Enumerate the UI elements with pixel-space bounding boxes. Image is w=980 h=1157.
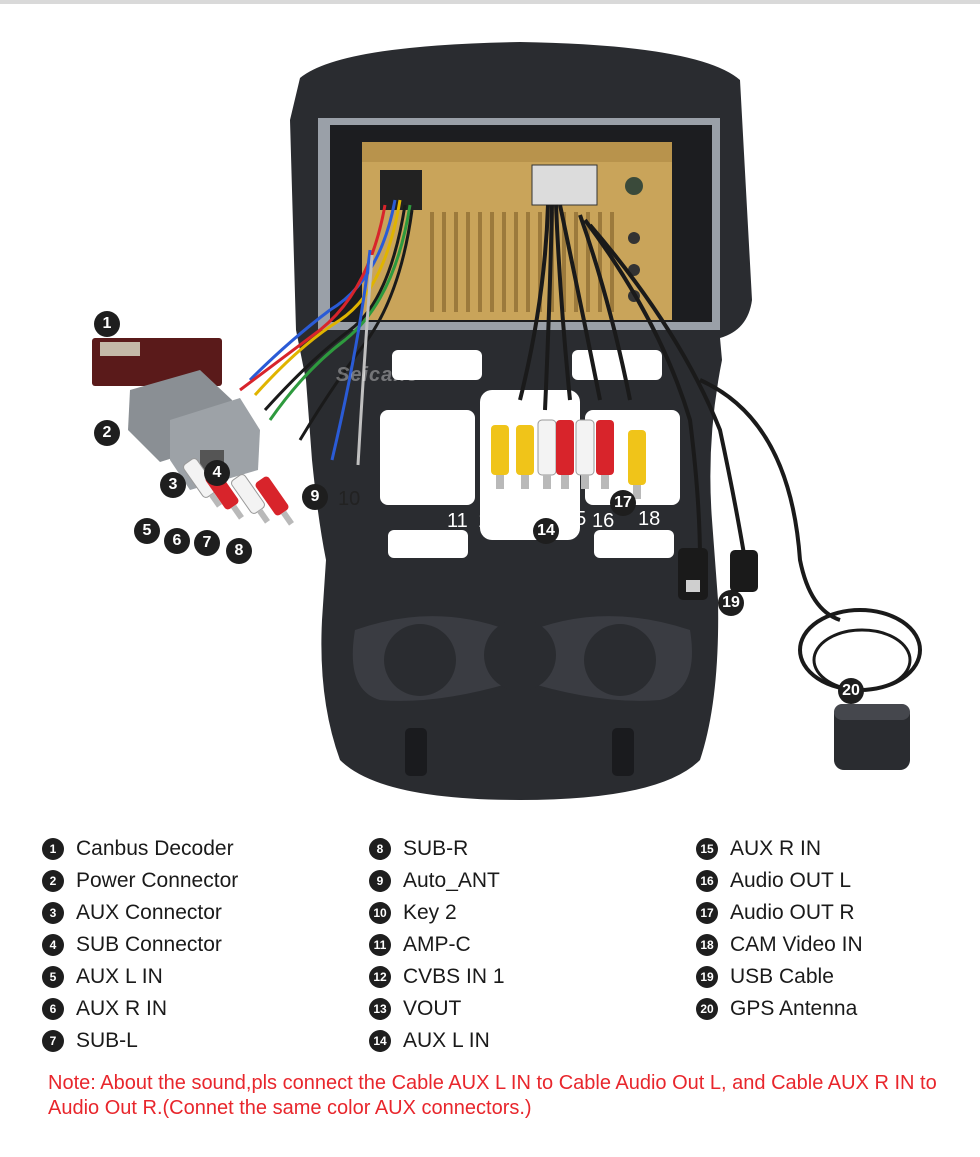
legend-label: Canbus Decoder: [76, 837, 234, 860]
callout-18: 18: [638, 508, 661, 530]
callout-5: 5: [134, 518, 160, 544]
legend-item: 18 CAM Video IN: [696, 929, 863, 961]
legend-item: 11 AMP-C: [369, 929, 505, 961]
callout-19: 19: [718, 590, 744, 616]
legend-number: 16: [696, 870, 718, 892]
legend-label: CAM Video IN: [730, 933, 863, 956]
legend-label: SUB-R: [403, 837, 469, 860]
legend-number: 3: [42, 902, 64, 924]
usb-cable-ends: [678, 548, 758, 600]
legend-number: 19: [696, 966, 718, 988]
legend-item: 9 Auto_ANT: [369, 865, 505, 897]
legend-number: 5: [42, 966, 64, 988]
gps-antenna: [798, 608, 922, 770]
legend-item: 3 AUX Connector: [42, 897, 238, 929]
callout-14: 14: [533, 518, 559, 544]
legend-label: VOUT: [403, 997, 462, 1020]
legend-item: 15 AUX R IN: [696, 833, 863, 865]
legend-number: 12: [369, 966, 391, 988]
legend-label: AMP-C: [403, 933, 471, 956]
callout-3: 3: [160, 472, 186, 498]
legend-number: 18: [696, 934, 718, 956]
legend-number: 15: [696, 838, 718, 860]
legend-label: Audio OUT L: [730, 869, 852, 892]
legend-item: 5 AUX L IN: [42, 961, 238, 993]
legend-item: 12 CVBS IN 1: [369, 961, 505, 993]
legend-column-1: 1 Canbus Decoder 2 Power Connector 3 AUX Co…: [42, 833, 238, 1057]
legend-item: 19 USB Cable: [696, 961, 863, 993]
legend-column-2: 8 SUB-R 9 Auto_ANT 10 Key 2 11 AMP-C 12 CVBS …: [369, 833, 505, 1057]
legend-item: 17 Audio OUT R: [696, 897, 863, 929]
legend-label: AUX L IN: [76, 965, 163, 988]
top-divider: [0, 0, 980, 4]
legend-number: 14: [369, 1030, 391, 1052]
legend-label: SUB Connector: [76, 933, 222, 956]
legend-label: Key 2: [403, 901, 457, 924]
legend-number: 2: [42, 870, 64, 892]
legend-label: Power Connector: [76, 869, 239, 892]
legend-item: 1 Canbus Decoder: [42, 833, 238, 865]
legend-label: CVBS IN 1: [403, 965, 505, 988]
middle-harness: [518, 204, 841, 622]
legend-number: 11: [369, 934, 391, 956]
legend-item: 4 SUB Connector: [42, 929, 238, 961]
legend-item: 8 SUB-R: [369, 833, 505, 865]
legend-number: 7: [42, 1030, 64, 1052]
brand-watermark: Seicane: [336, 364, 419, 386]
wiring-diagram: [92, 42, 922, 800]
callout-15: 15: [564, 508, 587, 530]
installation-note: Note: About the sound,pls connect the Ca…: [48, 1072, 937, 1119]
callout-6: 6: [164, 528, 190, 554]
callout-17: 17: [610, 490, 636, 516]
legend-item: 20 GPS Antenna: [696, 993, 863, 1025]
legend-item: 7 SUB-L: [42, 1025, 238, 1057]
legend-label: Audio OUT R: [730, 901, 855, 924]
legend-column-3: 15 AUX R IN 16 Audio OUT L 17 Audio OUT R 1…: [696, 833, 863, 1025]
legend-label: AUX R IN: [730, 837, 822, 860]
legend-number: 13: [369, 998, 391, 1020]
legend-number: 1: [42, 838, 64, 860]
middle-rca-plugs: [491, 419, 646, 499]
legend-label: AUX Connector: [76, 901, 222, 924]
legend-label: AUX L IN: [403, 1029, 490, 1052]
callout-11: 11: [447, 510, 468, 532]
legend-number: 20: [696, 998, 718, 1020]
legend-item: 16 Audio OUT L: [696, 865, 863, 897]
radio-unit: [362, 142, 672, 320]
legend-number: 10: [369, 902, 391, 924]
legend-number: 8: [369, 838, 391, 860]
callout-12: 12: [478, 510, 501, 532]
callout-1: 1: [94, 311, 120, 337]
callout-2: 2: [94, 420, 120, 446]
callout-4: 4: [204, 460, 230, 486]
legend-item: 10 Key 2: [369, 897, 505, 929]
legend-item: 13 VOUT: [369, 993, 505, 1025]
callout-7: 7: [194, 530, 220, 556]
callout-20: 20: [838, 678, 864, 704]
legend-label: SUB-L: [76, 1029, 138, 1052]
left-harness: [239, 199, 414, 466]
callout-13: 13: [509, 510, 532, 532]
legend-label: USB Cable: [730, 965, 834, 988]
callout-9: 9: [302, 484, 328, 510]
legend-item: 2 Power Connector: [42, 865, 238, 897]
legend-label: Auto_ANT: [403, 869, 500, 892]
legend-item: 6 AUX R IN: [42, 993, 238, 1025]
legend-item: 14 AUX L IN: [369, 1025, 505, 1057]
legend-number: 4: [42, 934, 64, 956]
legend-number: 9: [369, 870, 391, 892]
legend-number: 17: [696, 902, 718, 924]
callout-16: 16: [592, 510, 615, 532]
legend-label: GPS Antenna: [730, 997, 858, 1020]
callout-8: 8: [226, 538, 252, 564]
legend-number: 6: [42, 998, 64, 1020]
legend-label: AUX R IN: [76, 997, 168, 1020]
callout-10: 10: [338, 488, 361, 510]
